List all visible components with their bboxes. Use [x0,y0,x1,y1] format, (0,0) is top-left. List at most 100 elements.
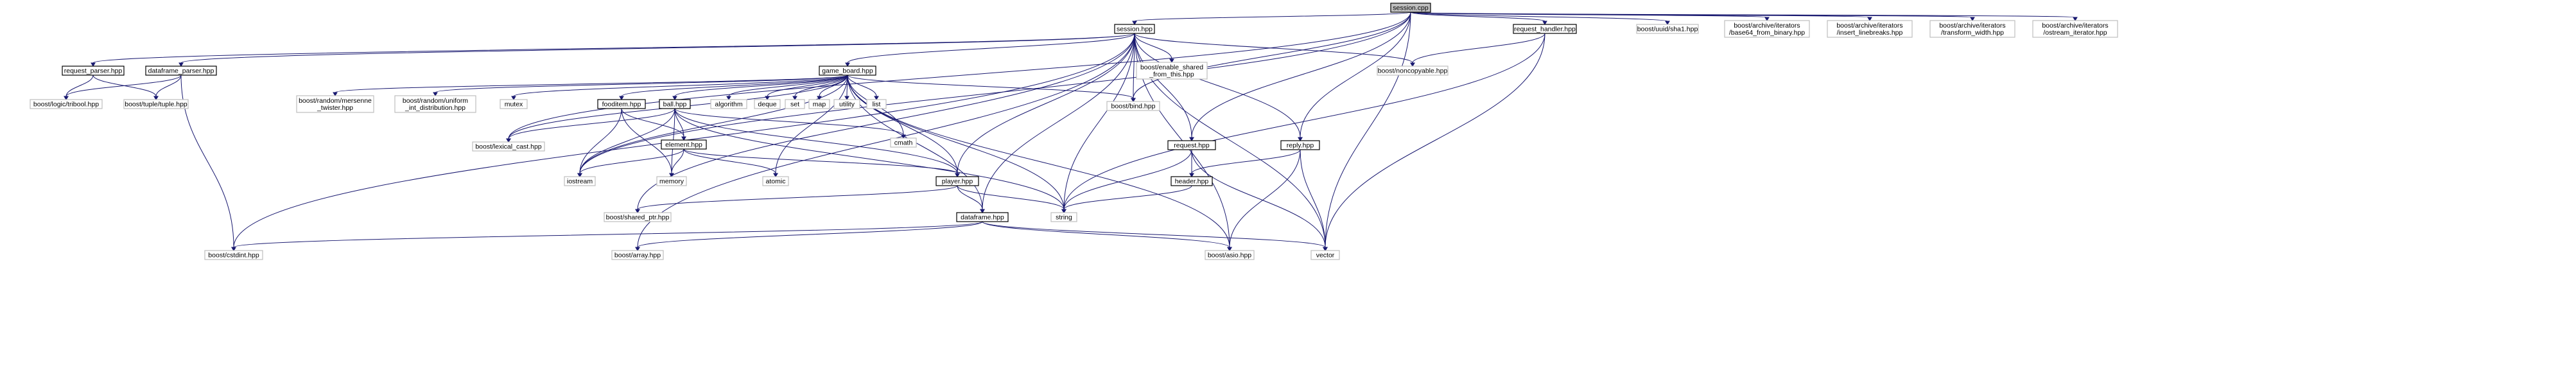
edge-line [579,108,622,174]
edge-game-board-hpp-to-mersenne [333,75,848,96]
node-request-handler-hpp[interactable]: request_handler.hpp [1513,24,1577,34]
edge-line [674,108,1065,210]
edge-arrowhead [726,96,731,100]
node-header-hpp[interactable]: header.hpp [1171,176,1213,186]
edge-line [513,75,848,97]
node-box [808,99,830,109]
node-game-board-hpp[interactable]: game_board.hpp [819,66,876,76]
node-cstdint: boost/cstdint.hpp [204,250,263,260]
node-box [661,139,707,150]
node-ball-hpp[interactable]: ball.hpp [659,99,691,109]
node-ostream-iterator: boost/archive/iterators/ostream_iterator… [2032,20,2118,38]
edge-arrowhead [635,209,640,213]
node-box [956,212,1009,222]
node-list: list [866,99,887,109]
edge-game-board-hpp-to-uniform-int [433,75,848,96]
node-box [1050,212,1077,222]
node-session-cpp[interactable]: session.cpp [1390,3,1431,13]
node-label: algorithm [715,101,742,109]
edge-session-hpp-to-enable-shared [1134,33,1174,63]
edge-arrowhead [1132,21,1137,25]
node-reply-hpp[interactable]: reply.hpp [1280,140,1320,150]
node-box [1136,62,1208,80]
edge-line [1063,33,1545,210]
node-label: game_board.hpp [822,67,873,75]
node-insert-linebreaks: boost/archive/iterators/insert_linebreak… [1827,20,1913,38]
edge-line [767,75,848,97]
edge-line [1410,12,2076,18]
edge-arrowhead [178,62,184,67]
edge-line [1133,12,1411,99]
edge-line [65,75,182,97]
node-label: boost/array.hpp [614,252,661,260]
node-dataframe-hpp[interactable]: dataframe.hpp [956,212,1009,222]
edge-line [957,185,1065,210]
node-box [833,99,860,109]
node-tuple: boost/tuple/tuple.hpp [123,99,189,109]
node-box [296,95,374,113]
node-box [1106,101,1160,111]
node-label: request_parser.hpp [64,67,123,75]
edge-line [637,33,1135,210]
edge-game-board-hpp-to-ball-hpp [672,75,848,100]
edge-session-cpp-to-session-hpp [1132,12,1411,25]
node-label: _int_distribution.hpp [405,104,466,112]
node-box [604,212,672,222]
node-box [1280,140,1320,150]
edge-arrowhead [773,173,778,177]
edge-ball-hpp-to-cmath [674,108,906,139]
edge-line [728,75,848,97]
node-box [1310,250,1340,260]
edge-line [579,108,675,174]
node-transform-width: boost/archive/iterators/transform_width.… [1929,20,2015,38]
node-box [611,250,664,260]
node-string: string [1050,212,1077,222]
edge-game-board-hpp-to-set [792,75,848,100]
edge-line [1063,149,1192,210]
node-box [659,99,691,109]
node-box [62,66,125,76]
node-box [1390,3,1431,13]
node-request-parser-hpp[interactable]: request_parser.hpp [62,66,125,76]
node-player-hpp[interactable]: player.hpp [936,176,979,186]
node-label: boost/enable_shared [1140,64,1203,71]
node-shared-ptr: boost/shared_ptr.hpp [604,212,672,222]
node-request-hpp[interactable]: request.hpp [1167,140,1216,150]
edge-line [957,185,983,210]
edge-player-hpp-to-string [957,185,1066,213]
node-box [819,66,876,76]
node-utility: utility [833,99,860,109]
edge-arrowhead [1665,21,1670,25]
node-label: atomic [766,178,786,186]
node-box [204,250,263,260]
edge-line [155,75,182,97]
node-layer: session.cpp session.hpp request_handler.hp… [30,3,2118,260]
edge-arrowhead [1323,247,1328,251]
edge-layer [64,12,2078,251]
edge-line [1300,149,1326,248]
node-label: boost/cstdint.hpp [208,252,259,260]
node-element-hpp[interactable]: element.hpp [661,139,707,150]
edge-line [1325,33,1545,248]
edge-line [508,108,675,139]
node-session-hpp[interactable]: session.hpp [1114,24,1155,34]
edge-request-parser-hpp-to-tuple [92,75,159,100]
node-label: ball.hpp [663,101,687,109]
edge-arrowhead [669,173,674,177]
node-label: boost/tuple/tuple.hpp [125,101,187,109]
edge-arrowhead [333,92,338,96]
node-dataframe-parser-hpp[interactable]: dataframe_parser.hpp [145,66,217,76]
node-fooditem-hpp[interactable]: fooditem.hpp [597,99,646,109]
node-lexical-cast: boost/lexical_cast.hpp [472,141,545,152]
node-box [500,99,528,109]
node-noncopyable: boost/noncopyable.hpp [1377,66,1449,76]
edge-line [621,108,672,174]
edge-element-hpp-to-iostream [577,148,684,177]
node-label: boost/uuid/sha1.hpp [1637,26,1698,33]
edge-arrowhead [2073,17,2078,21]
node-label: session.cpp [1393,4,1429,12]
edge-line [621,108,684,137]
edge-line [1134,33,1192,138]
edge-element-hpp-to-atomic [683,148,778,177]
